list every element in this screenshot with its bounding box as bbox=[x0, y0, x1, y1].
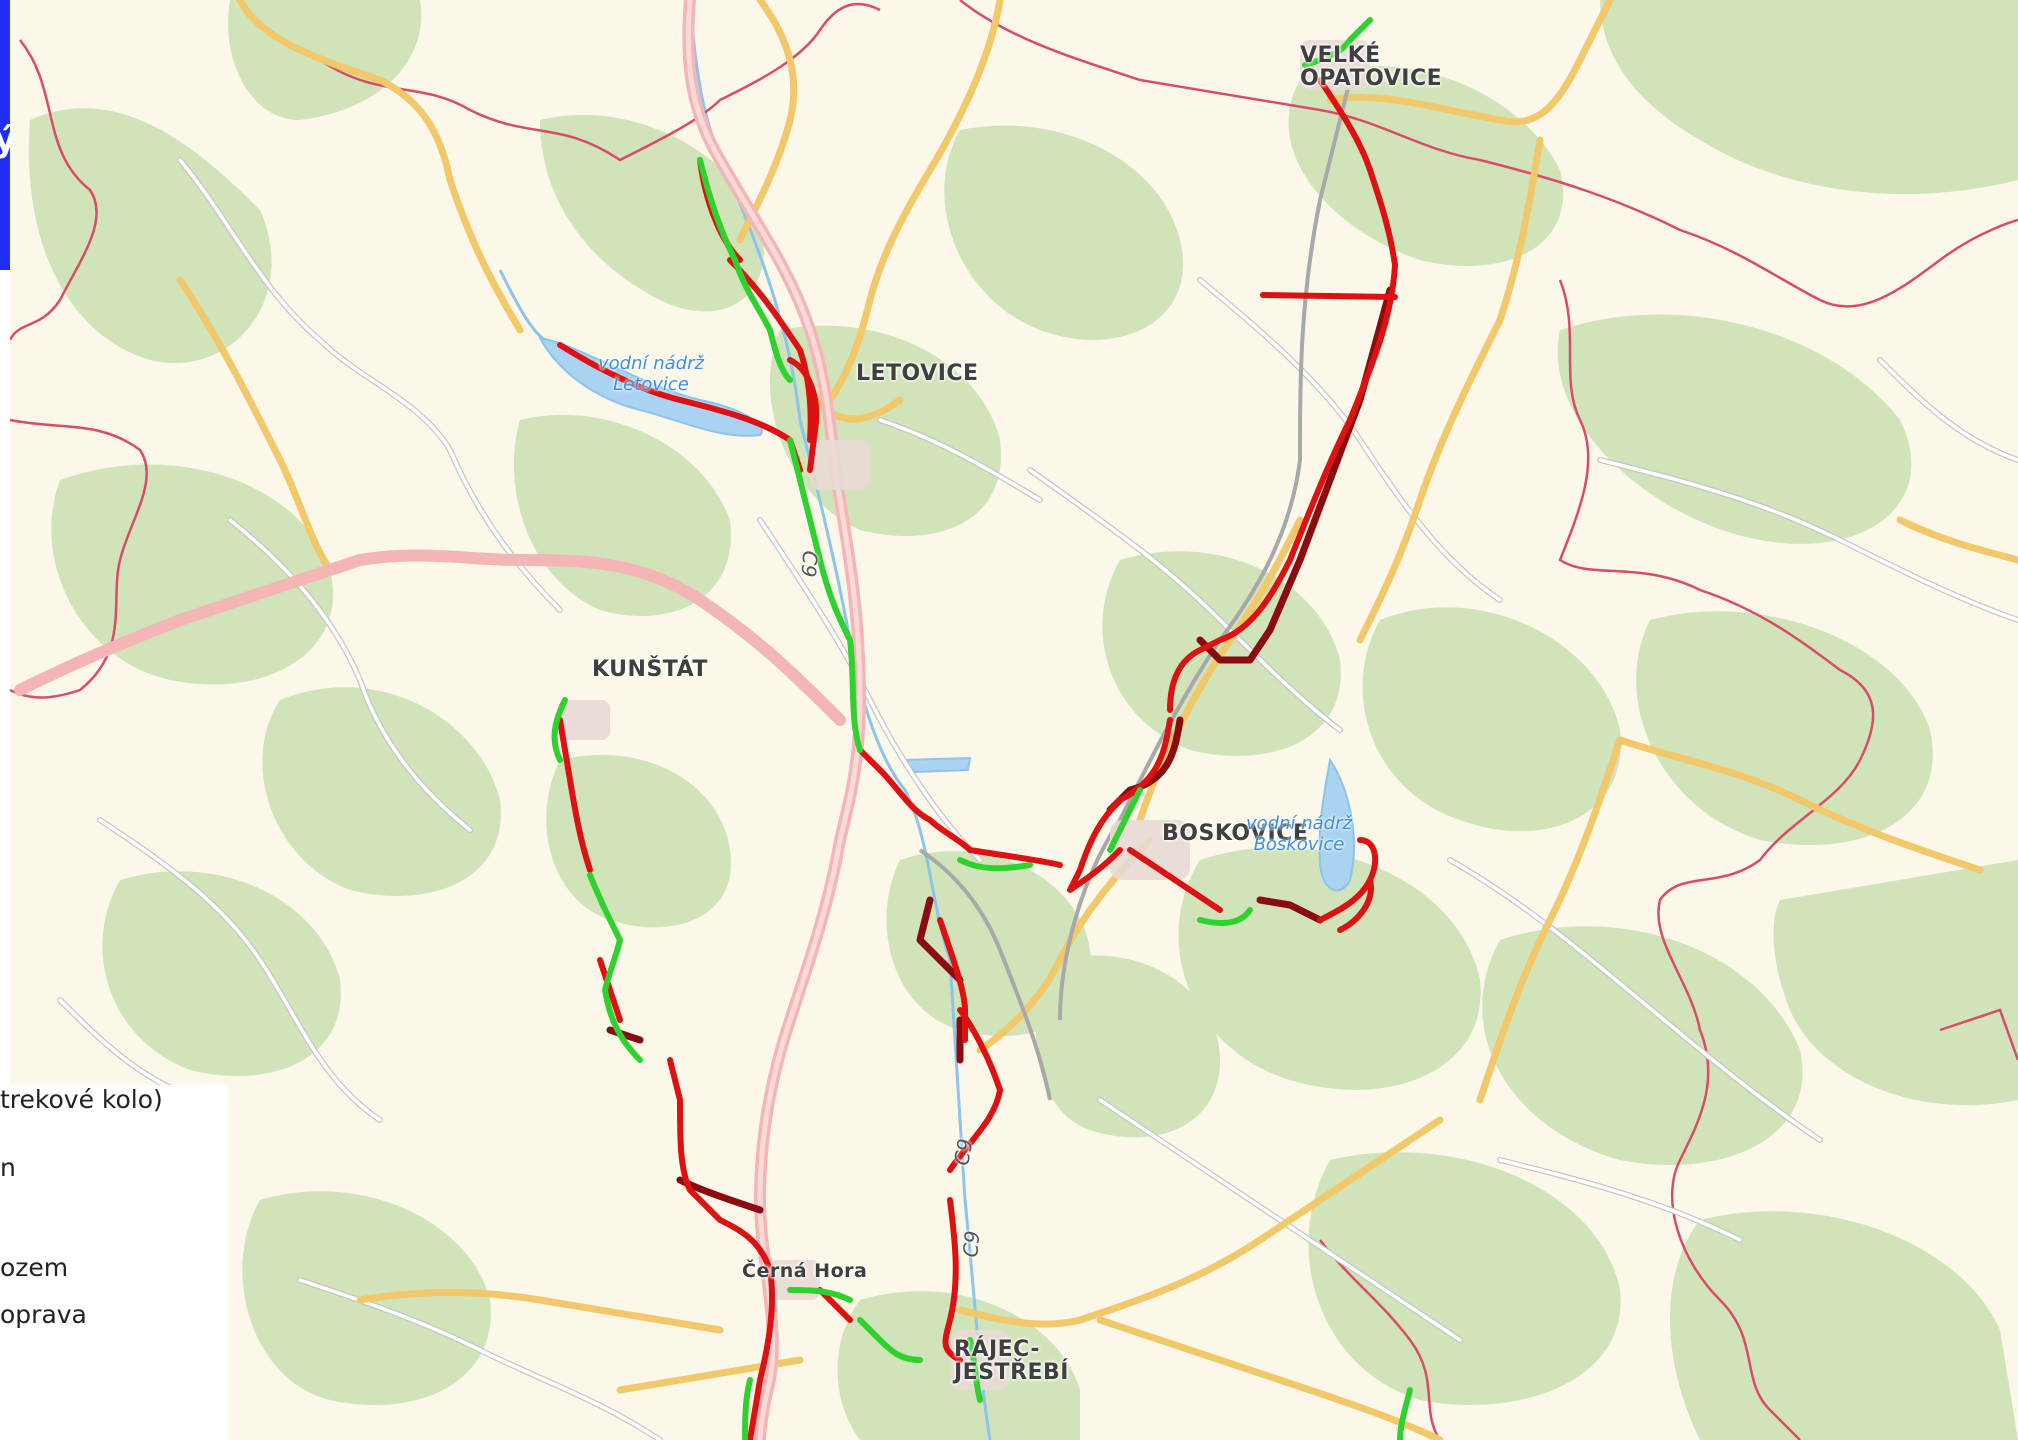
left-margin-strip bbox=[0, 270, 10, 1085]
legend-item: n bbox=[0, 1153, 16, 1182]
town-label-line: BOSKOVICE bbox=[1162, 821, 1309, 846]
header-brand-bar: ý bbox=[0, 0, 16, 270]
town-label-line: LETOVICE bbox=[856, 361, 979, 386]
water-label-line: Boskovice bbox=[1253, 833, 1345, 855]
town-label-kunstat: KUNŠTÁT bbox=[592, 658, 708, 681]
legend-item: ozem bbox=[0, 1253, 69, 1282]
road-number-label: C9 bbox=[958, 1229, 985, 1259]
road-number-label: C9 bbox=[949, 1136, 978, 1168]
cycle-route-green bbox=[551, 17, 1413, 1440]
town-label-velke-opatovice: VELKÉ OPATOVICE bbox=[1300, 44, 1442, 90]
rivers bbox=[498, 0, 992, 1440]
town-label-line: RÁJEC- bbox=[954, 1337, 1040, 1362]
water-label-letovice: vodní nádrž Letovice bbox=[598, 353, 704, 395]
town-label-line: KUNŠTÁT bbox=[592, 657, 708, 682]
town-label-line: VELKÉ bbox=[1300, 43, 1381, 68]
railway bbox=[918, 79, 1352, 1101]
legend-item: oprava bbox=[0, 1300, 87, 1329]
town-label-rajec-jestrebi: RÁJEC- JESTŘEBÍ bbox=[954, 1338, 1069, 1384]
water-label-boskovice: vodní nádrž Boskovice bbox=[1246, 813, 1352, 855]
main-roads bbox=[176, 0, 2018, 1440]
town-label-line: OPATOVICE bbox=[1300, 66, 1443, 92]
minor-roads-fill bbox=[58, 158, 2018, 1440]
forest-areas bbox=[28, 0, 2018, 1440]
town-label-letovice: LETOVICE bbox=[856, 362, 979, 385]
urban-areas bbox=[560, 40, 1370, 1390]
road-number-label: C9 bbox=[796, 549, 823, 579]
legend-item: trekové kolo) bbox=[0, 1085, 163, 1114]
town-label-line: JESTŘEBÍ bbox=[954, 1360, 1069, 1386]
map-legend: trekové kolo) n ozem oprava bbox=[0, 1085, 228, 1440]
water-label-line: vodní nádrž bbox=[598, 353, 704, 374]
town-label-line: Černá Hora bbox=[742, 1260, 868, 1282]
water-label-line: vodní nádrž bbox=[1246, 813, 1352, 834]
town-label-boskovice: BOSKOVICE bbox=[1162, 822, 1308, 845]
cycle-route-red bbox=[557, 77, 1398, 1440]
regional-borders bbox=[8, 0, 2018, 1440]
header-glyph: ý bbox=[0, 120, 17, 160]
town-label-cerna-hora: Černá Hora bbox=[742, 1260, 868, 1282]
water-label-line: Letovice bbox=[613, 373, 689, 395]
